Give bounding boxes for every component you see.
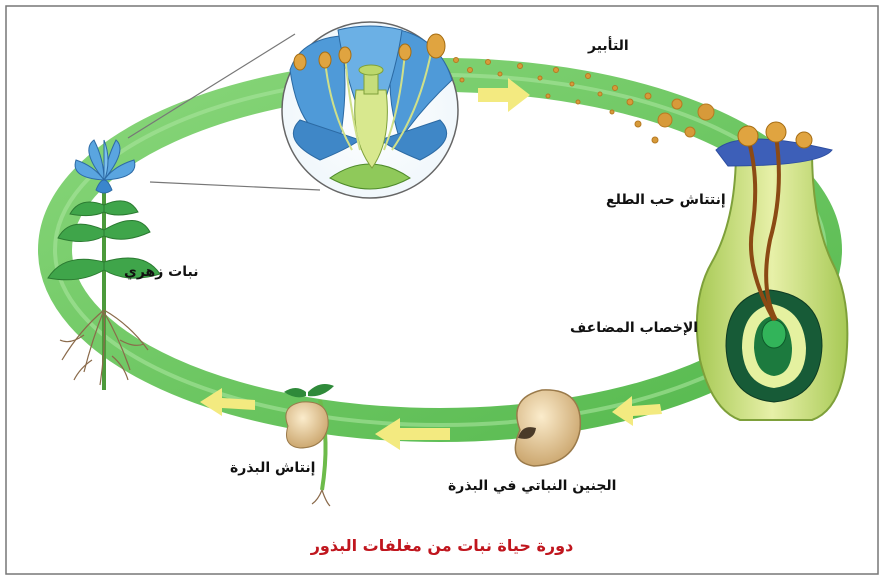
label-pollen-germination: إنتتاش حب الطلع — [606, 192, 726, 208]
pistil-diagram — [697, 122, 848, 420]
diagram-caption: دورة حياة نبات من مغلفات البذور — [0, 536, 884, 555]
label-flowering-plant: نبات زهري — [124, 264, 198, 280]
label-embryo-in-seed: الجنين النباتي في البذرة — [448, 478, 616, 494]
seed-with-embryo — [515, 390, 580, 466]
label-double-fertilization: الإخصاب المضاعف — [570, 320, 698, 336]
label-pollination: التأبير — [588, 38, 629, 54]
label-seed-germination: إنتاش البذرة — [230, 460, 315, 476]
